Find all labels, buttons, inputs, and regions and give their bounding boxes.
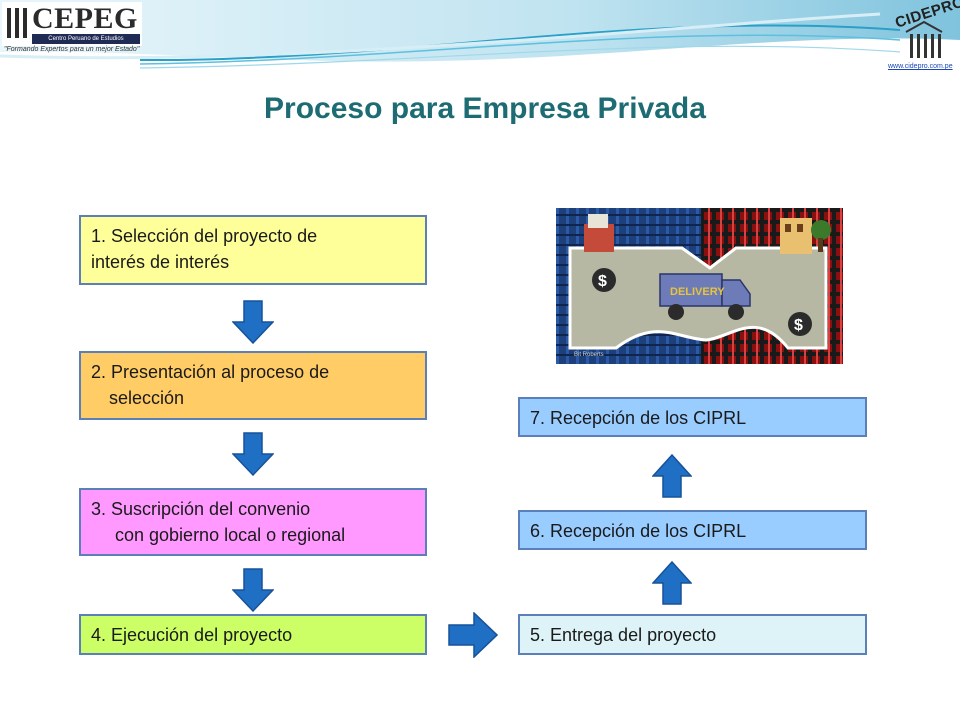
step-5-box: 5. Entrega del proyecto	[518, 614, 867, 655]
step-4-box: 4. Ejecución del proyecto	[79, 614, 427, 655]
step-6-box: 6. Recepción de los CIPRL	[518, 510, 867, 550]
arrow-down-icon	[232, 300, 274, 344]
slide-title: Proceso para Empresa Privada	[264, 92, 706, 125]
step-2-box: 2. Presentación al proceso de selección	[79, 351, 427, 420]
cidepro-logo: CIDEPRO www.cidepro.com.pe	[888, 0, 960, 76]
step-4-line-1: 4. Ejecución del proyecto	[91, 625, 293, 645]
arrow-up-icon	[652, 561, 692, 605]
artist-signature: Bit Roberts	[574, 352, 604, 358]
step-5-line-1: 5. Entrega del proyecto	[530, 625, 717, 645]
cidepro-url[interactable]: www.cidepro.com.pe	[888, 63, 953, 70]
svg-text:$: $	[598, 273, 607, 290]
svg-text:$: $	[794, 317, 803, 334]
cepeg-slogan: "Formando Expertos para un mejor Estado"	[4, 46, 140, 53]
arrow-down-icon	[232, 568, 274, 612]
cepeg-logo: CEPEG Centro Peruano de Estudios Guberna…	[2, 2, 142, 52]
arrow-up-icon	[652, 454, 692, 498]
step-2-line-2: selección	[109, 388, 185, 408]
step-3-box: 3. Suscripción del convenio con gobierno…	[79, 488, 427, 556]
arrow-right-icon	[448, 612, 498, 658]
step-1-box: 1. Selección del proyecto de interés de …	[79, 215, 427, 285]
building-icon	[905, 20, 943, 58]
step-7-line-1: 7. Recepción de los CIPRL	[530, 408, 747, 428]
arrow-down-icon	[232, 432, 274, 476]
cepeg-subtitle: Centro Peruano de Estudios Gubernamental…	[32, 34, 140, 52]
column-icon	[7, 8, 27, 38]
step-2-line-1: 2. Presentación al proceso de	[91, 362, 330, 382]
step-3-line-2: con gobierno local o regional	[115, 525, 346, 545]
step-7-box: 7. Recepción de los CIPRL	[518, 397, 867, 437]
truck-label: DELIVERY	[670, 286, 725, 298]
header-decoration	[0, 0, 960, 69]
step-3-line-1: 3. Suscripción del convenio	[91, 499, 311, 519]
step-6-line-1: 6. Recepción de los CIPRL	[530, 521, 747, 541]
step-1-line-1: 1. Selección del proyecto de	[91, 226, 318, 246]
delivery-truck-icon: DELIVERY	[659, 273, 751, 320]
step-1-line-2: interés de interés	[91, 252, 230, 272]
delivery-illustration: DELIVERY $ $ Bit Roberts	[556, 208, 843, 364]
cepeg-brand: CEPEG	[32, 2, 138, 35]
